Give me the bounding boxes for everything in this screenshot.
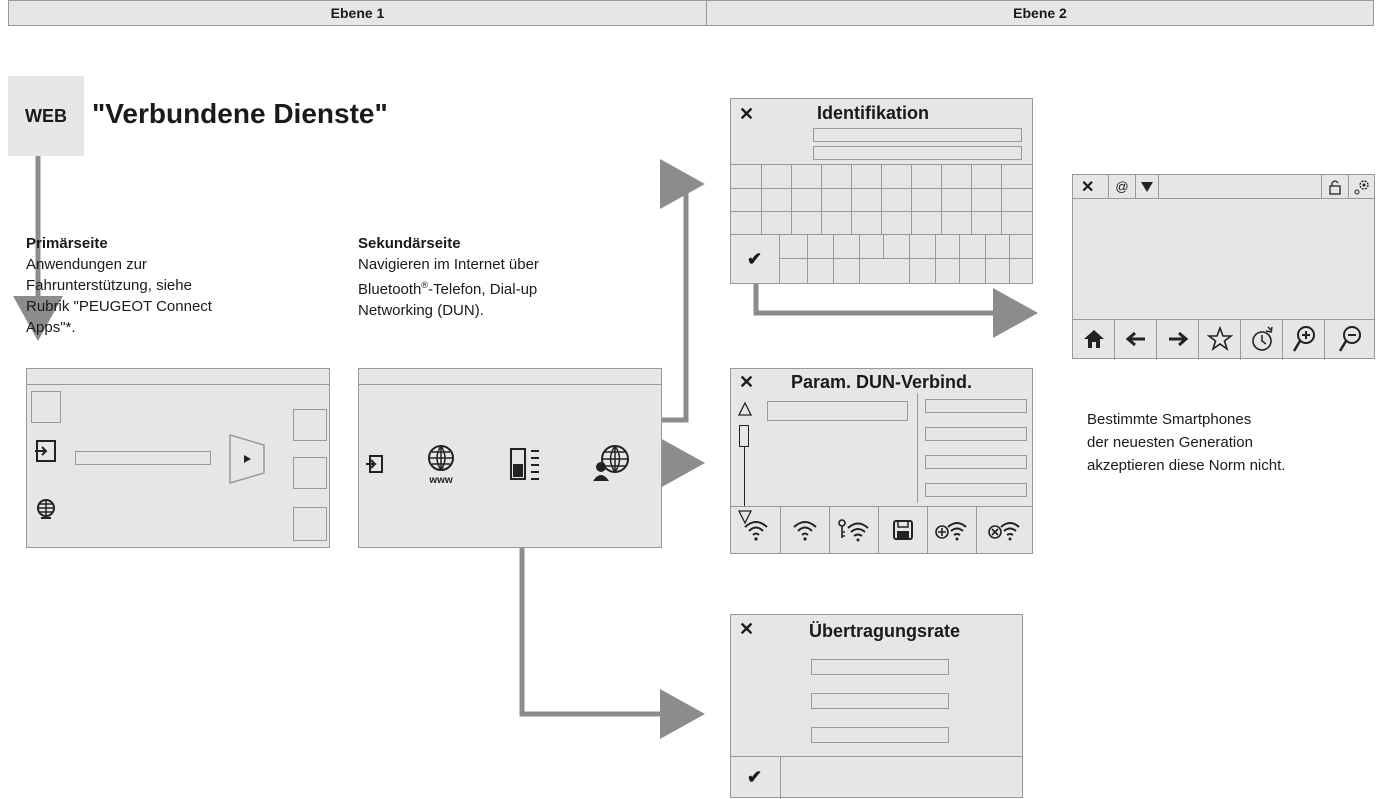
progress-field: [75, 451, 211, 465]
secondary-line: Networking (DUN).: [358, 302, 484, 319]
secondary-line: Bluetooth: [358, 281, 422, 298]
primary-line: Anwendungen zur: [26, 256, 147, 273]
history-clock-icon[interactable]: [1241, 320, 1282, 358]
close-icon[interactable]: ✕: [739, 104, 755, 124]
header-level-1: Ebene 1: [8, 0, 707, 26]
note-line: der neuesten Generation: [1087, 434, 1253, 451]
primary-heading: Primärseite: [26, 235, 108, 252]
identifikation-screen: ✕ Identifikation ✔: [730, 98, 1033, 284]
scroll-down-icon[interactable]: [737, 507, 753, 527]
identifikation-title: Identifikation: [817, 103, 929, 123]
zoom-in-icon[interactable]: [1283, 320, 1324, 358]
dun-field[interactable]: [925, 455, 1027, 469]
note-line: akzeptieren diese Norm nicht.: [1087, 457, 1286, 474]
scrollbar-thumb[interactable]: [739, 425, 749, 447]
header-level-2-label: Ebene 2: [1013, 5, 1067, 21]
rate-option[interactable]: [811, 693, 949, 709]
dun-params-screen: ✕ Param. DUN-Verbind.: [730, 368, 1033, 554]
signal-rate-icon[interactable]: [507, 445, 545, 485]
close-icon[interactable]: ✕: [739, 619, 755, 639]
primary-description: Primärseite Anwendungen zur Fahrunterstü…: [26, 233, 212, 338]
header-level-2: Ebene 2: [706, 0, 1374, 26]
web-badge-label: WEB: [25, 105, 67, 126]
close-icon[interactable]: ✕: [1081, 179, 1095, 196]
scroll-up-icon[interactable]: [737, 399, 753, 419]
app-tile[interactable]: [293, 457, 327, 489]
primary-screen: [26, 368, 330, 548]
transfer-rate-screen: ✕ Übertragungsrate ✔: [730, 614, 1023, 799]
dun-field[interactable]: [925, 427, 1027, 441]
dun-field[interactable]: [767, 401, 908, 421]
keyboard-grid[interactable]: [731, 164, 1032, 283]
primary-line: Rubrik "PEUGEOT Connect: [26, 298, 212, 315]
globe-connect-icon[interactable]: [32, 495, 60, 523]
dun-field[interactable]: [925, 483, 1027, 497]
dropdown-triangle-icon[interactable]: [1136, 175, 1158, 198]
secondary-description: Sekundärseite Navigieren im Internet übe…: [358, 233, 539, 321]
lock-icon[interactable]: [1322, 175, 1348, 198]
save-disk-icon[interactable]: [879, 507, 927, 553]
back-arrow-icon[interactable]: [1115, 320, 1156, 358]
confirm-check-icon[interactable]: ✔: [747, 249, 763, 269]
secondary-line: Navigieren im Internet über: [358, 256, 539, 273]
registered-mark: ®: [421, 280, 429, 290]
primary-line: Apps"*.: [26, 319, 76, 336]
user-globe-icon[interactable]: [589, 441, 635, 485]
transfer-rate-title: Übertragungsrate: [809, 621, 961, 641]
browser-screen: ✕ @: [1072, 174, 1375, 360]
page-title: "Verbundene Dienste": [92, 98, 388, 129]
svg-text:www: www: [428, 475, 453, 485]
arrow-rate-icon-to-rate: [519, 488, 705, 739]
play-button[interactable]: [227, 433, 267, 485]
dun-params-title: Param. DUN-Verbind.: [791, 372, 973, 392]
zoom-out-icon[interactable]: [1325, 320, 1374, 358]
add-wifi-icon[interactable]: [928, 507, 976, 553]
exit-icon[interactable]: [363, 451, 387, 477]
app-tile[interactable]: [293, 409, 327, 441]
wifi-icon[interactable]: [731, 507, 780, 553]
favorites-star-icon[interactable]: [1199, 320, 1240, 358]
forward-arrow-icon[interactable]: [1157, 320, 1198, 358]
identifikation-field[interactable]: [813, 128, 1022, 142]
header-level-1-label: Ebene 1: [330, 5, 385, 21]
at-icon[interactable]: @: [1115, 179, 1129, 194]
settings-gear-icon[interactable]: [1349, 175, 1375, 198]
app-tile[interactable]: [31, 391, 61, 423]
remove-wifi-icon[interactable]: [977, 507, 1032, 553]
secondary-heading: Sekundärseite: [358, 235, 461, 252]
home-icon[interactable]: [1073, 320, 1114, 358]
wifi-icon[interactable]: [781, 507, 829, 553]
scrollbar-track[interactable]: [744, 443, 745, 507]
primary-line: Fahrunterstützung, siehe: [26, 277, 192, 294]
wifi-key-icon[interactable]: [830, 507, 878, 553]
web-badge: WEB: [8, 76, 84, 156]
identifikation-field[interactable]: [813, 146, 1022, 160]
arrow-identifikation-to-browser: [753, 282, 1038, 338]
www-globe-icon[interactable]: www: [419, 441, 463, 485]
close-icon[interactable]: ✕: [739, 372, 755, 392]
note-line: Bestimmte Smartphones: [1087, 411, 1252, 428]
secondary-line: -Telefon, Dial-up: [428, 281, 538, 298]
secondary-screen: www: [358, 368, 662, 548]
dun-field[interactable]: [925, 399, 1027, 413]
exit-icon[interactable]: [32, 437, 60, 465]
rate-option[interactable]: [811, 727, 949, 743]
rate-option[interactable]: [811, 659, 949, 675]
app-tile[interactable]: [293, 507, 327, 541]
confirm-check-icon[interactable]: ✔: [747, 767, 763, 787]
compatibility-note: Bestimmte Smartphones der neuesten Gener…: [1087, 408, 1285, 477]
